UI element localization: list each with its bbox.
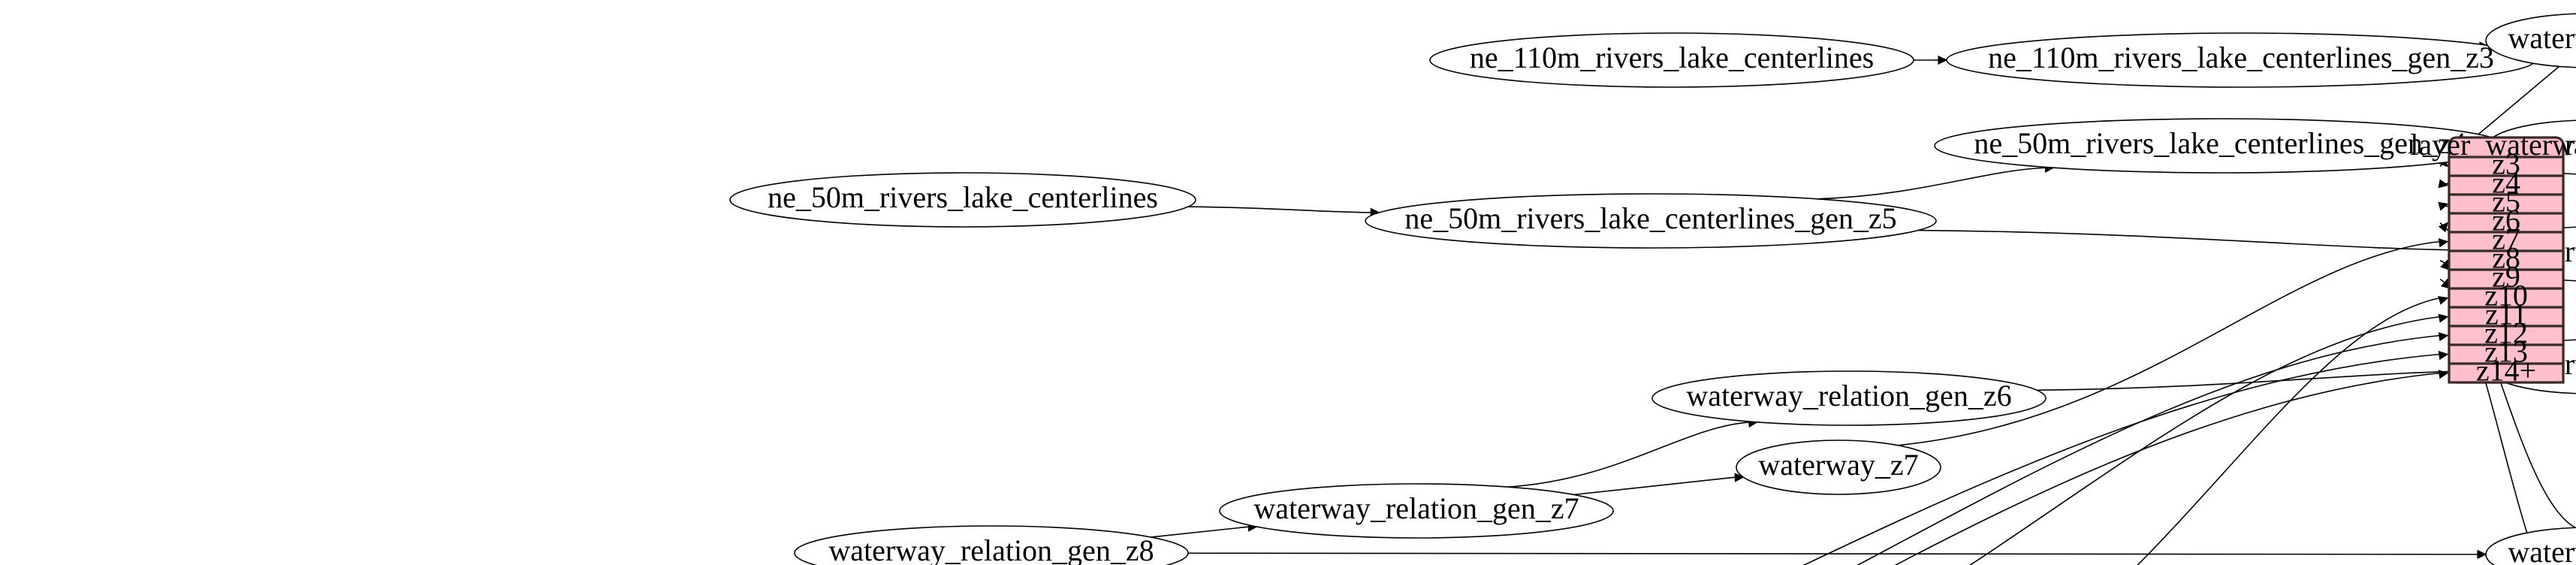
node-shape [1935, 119, 2505, 173]
edge-arrowhead [2438, 179, 2449, 189]
edge-line [1918, 231, 2479, 251]
node-shape [730, 173, 1196, 227]
graph-node-waterway_relation_gen_z8[interactable]: waterway_relation_gen_z8 [795, 526, 1188, 565]
edge-arrowhead [2438, 295, 2449, 305]
edge-arrowhead [1938, 55, 1948, 65]
node-shape [2486, 14, 2576, 68]
layer-table-row-z9[interactable] [2448, 268, 2565, 290]
graph-edge [1151, 522, 1258, 537]
node-shape [1736, 440, 1941, 494]
node-shape [1947, 33, 2535, 87]
edge-arrowhead [1734, 473, 1745, 482]
edge-line [1898, 242, 2440, 446]
edge-line [1151, 527, 1250, 537]
node-shape [1365, 194, 1936, 248]
graph-edge [1573, 473, 1745, 494]
layer-waterway-table: layer_waterwayz3z4z5z6z7z8z9z10z11z12z13… [2410, 128, 2576, 388]
graph-edge [1188, 549, 2487, 560]
edge-line [1508, 422, 1749, 487]
graph-node-waterway_z7[interactable]: waterway_z7 [1736, 440, 1941, 494]
graph-node-ne_50m_rivers_lake_centerlines_gen_z4[interactable]: ne_50m_rivers_lake_centerlines_gen_z4 [1935, 119, 2505, 173]
nodes-layer: imposm3osm_waterway_relationosm_waterway… [0, 14, 2576, 565]
edge-line [632, 355, 2440, 565]
graph-edge [1458, 313, 2449, 565]
graph-edge [2037, 366, 2489, 391]
edge-line [1817, 168, 2047, 199]
graph-node-waterway_relation_gen_z7[interactable]: waterway_relation_gen_z7 [1220, 484, 1613, 538]
layer-table-row-z14plus[interactable] [2448, 362, 2565, 384]
layer-table-row-z11[interactable] [2448, 306, 2565, 328]
edge-line [1028, 336, 2440, 565]
layer-table-row-z3[interactable] [2448, 156, 2565, 177]
edge-arrowhead [2438, 350, 2449, 361]
graph-node-ne_110m_rivers_lake_centerlines[interactable]: ne_110m_rivers_lake_centerlines [1430, 33, 1914, 87]
edge-line [626, 373, 2440, 565]
edge-arrowhead [2438, 313, 2449, 323]
graph-node-ne_110m_rivers_lake_centerlines_gen_z3[interactable]: ne_110m_rivers_lake_centerlines_gen_z3 [1947, 33, 2535, 87]
edge-arrowhead [2438, 332, 2449, 342]
node-shape [1430, 33, 1914, 87]
layer-table-row-z13[interactable] [2448, 343, 2565, 365]
node-shape [1652, 371, 2046, 425]
graph-node-ne_50m_rivers_lake_centerlines[interactable]: ne_50m_rivers_lake_centerlines [730, 173, 1196, 227]
layer-table-row-z12[interactable] [2448, 325, 2565, 346]
edge-line [2037, 371, 2480, 391]
edge-line [1878, 298, 2440, 565]
edge-line [1573, 477, 1736, 494]
edge-arrowhead [2438, 222, 2448, 233]
node-shape [795, 526, 1188, 565]
graph-edge [1918, 231, 2488, 255]
graph-node-waterway_z8[interactable]: waterway_z8 [2486, 527, 2576, 565]
node-shape [1220, 484, 1613, 538]
layer-table-row-z4[interactable] [2448, 174, 2565, 196]
graph-edge [1898, 238, 2449, 446]
layer-table-row-z5[interactable] [2448, 193, 2565, 215]
graph-node-waterway_relation_gen_z6[interactable]: waterway_relation_gen_z6 [1652, 371, 2046, 425]
edge-arrowhead [2438, 238, 2449, 248]
graph-edge [1817, 163, 2055, 199]
edge-arrowhead [2438, 201, 2449, 211]
layer-table-row-z7[interactable] [2448, 231, 2565, 252]
layer-table-row-z8[interactable] [2448, 249, 2565, 271]
graph-edge [1914, 55, 1948, 65]
layer-table-row-z10[interactable] [2448, 287, 2565, 309]
graph-node-ne_50m_rivers_lake_centerlines_gen_z5[interactable]: ne_50m_rivers_lake_centerlines_gen_z5 [1365, 194, 1936, 248]
layer-table-row-z6[interactable] [2448, 212, 2565, 234]
node-shape [2486, 527, 2576, 565]
edge-arrowhead [2477, 549, 2487, 560]
edge-line [1188, 553, 2478, 554]
graph-edge [1878, 295, 2449, 565]
graph-edge [632, 350, 2449, 565]
graph-edge [1188, 207, 1380, 217]
graph-edge [1028, 332, 2449, 565]
graph-edge [1508, 418, 1759, 487]
edge-line [1188, 207, 1372, 213]
edge-line [1458, 317, 2440, 565]
